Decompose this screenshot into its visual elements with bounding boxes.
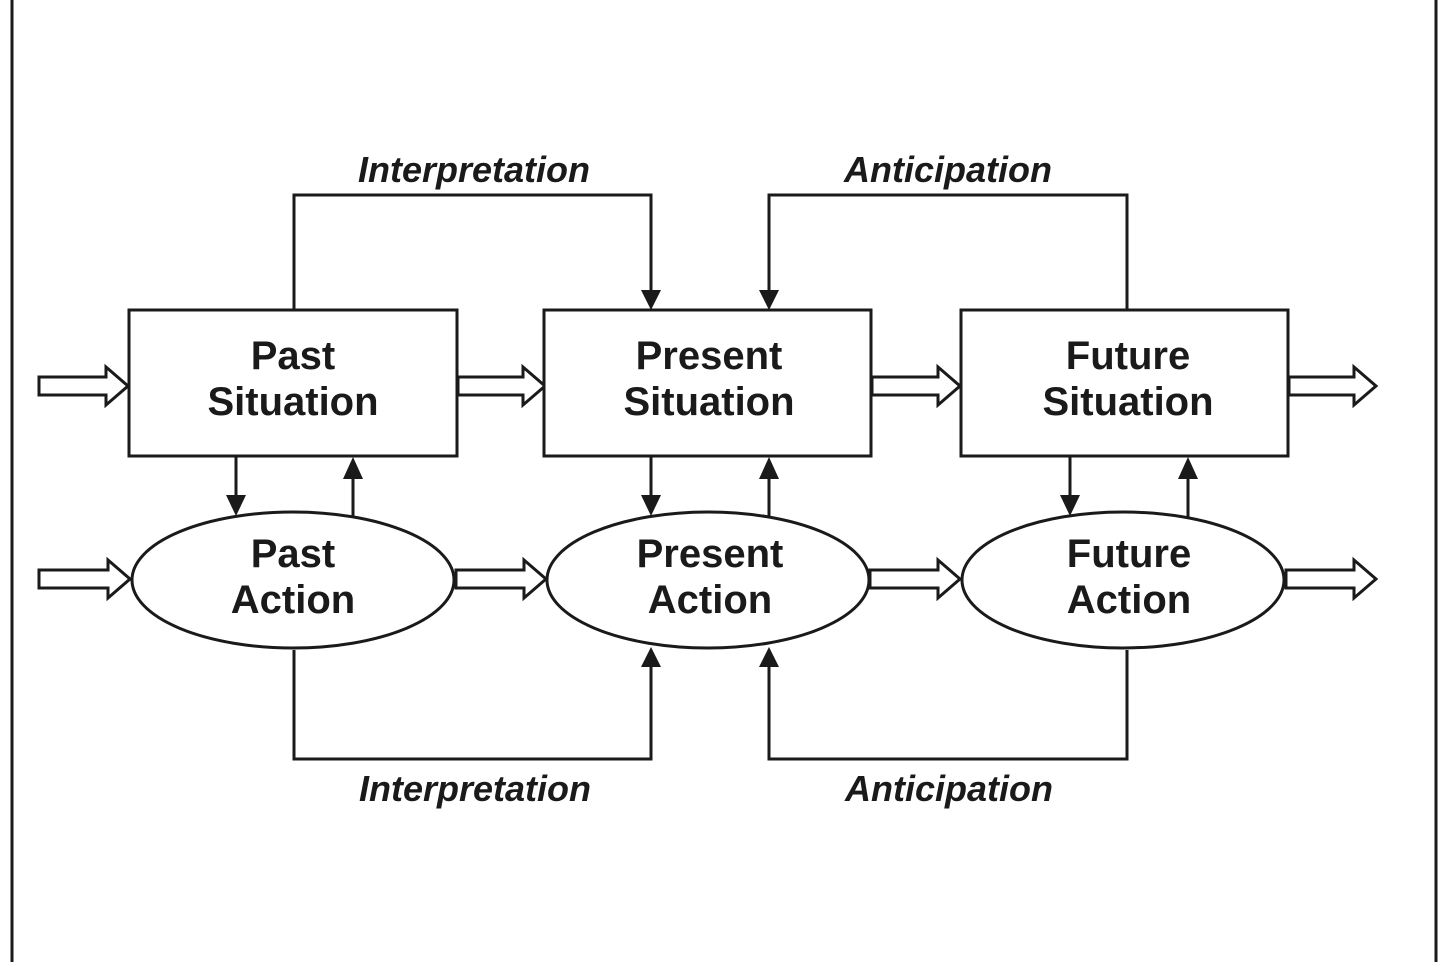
- node-future-action-line2: Action: [1067, 578, 1191, 622]
- hollow-arrow-present-to-future-action: [868, 556, 963, 602]
- edge-label-top-anticipation: Anticipation: [843, 149, 1052, 190]
- arrow-present-situation-to-action: [641, 457, 661, 516]
- connector-top-anticipation: [759, 193, 1129, 310]
- arrow-past-action-to-situation: [343, 457, 363, 517]
- edge-label-bottom-interpretation: Interpretation: [359, 768, 591, 809]
- node-past-action: Past Action: [130, 510, 456, 650]
- node-present-action-line1: Present: [637, 532, 784, 576]
- node-past-action-line1: Past: [251, 532, 336, 576]
- node-future-situation: Future Situation: [959, 308, 1290, 458]
- arrow-present-action-to-situation: [759, 457, 779, 517]
- node-present-situation-line1: Present: [636, 334, 783, 378]
- hollow-arrow-past-to-present-situation: [456, 363, 548, 409]
- arrow-future-situation-to-action: [1060, 457, 1080, 516]
- arrow-future-action-to-situation: [1178, 457, 1198, 517]
- node-present-situation-line2: Situation: [623, 380, 794, 424]
- node-present-action: Present Action: [545, 510, 871, 650]
- hollow-arrow-out-of-future-situation: [1287, 363, 1379, 409]
- hollow-arrow-into-past-action: [37, 556, 133, 602]
- hollow-arrow-out-of-future-action: [1284, 556, 1379, 602]
- node-future-action-line1: Future: [1067, 532, 1191, 576]
- edge-label-top-interpretation: Interpretation: [358, 149, 590, 190]
- node-past-action-line2: Action: [231, 578, 355, 622]
- hollow-arrow-into-past-situation: [37, 363, 131, 409]
- node-present-situation: Present Situation: [542, 308, 873, 458]
- node-future-situation-line2: Situation: [1042, 380, 1213, 424]
- node-present-action-line2: Action: [648, 578, 772, 622]
- edge-label-bottom-anticipation: Anticipation: [844, 768, 1053, 809]
- node-future-situation-line1: Future: [1066, 334, 1190, 378]
- connector-top-interpretation: [292, 193, 661, 310]
- node-past-situation: Past Situation: [127, 308, 459, 458]
- connector-bottom-anticipation: [759, 647, 1129, 761]
- node-future-action: Future Action: [960, 510, 1286, 650]
- hollow-arrow-past-to-present-action: [454, 556, 549, 602]
- arrow-past-situation-to-action: [226, 457, 246, 516]
- hollow-arrow-present-to-future-situation: [870, 363, 963, 409]
- node-past-situation-line1: Past: [251, 334, 336, 378]
- node-past-situation-line2: Situation: [207, 380, 378, 424]
- connector-bottom-interpretation: [292, 647, 661, 761]
